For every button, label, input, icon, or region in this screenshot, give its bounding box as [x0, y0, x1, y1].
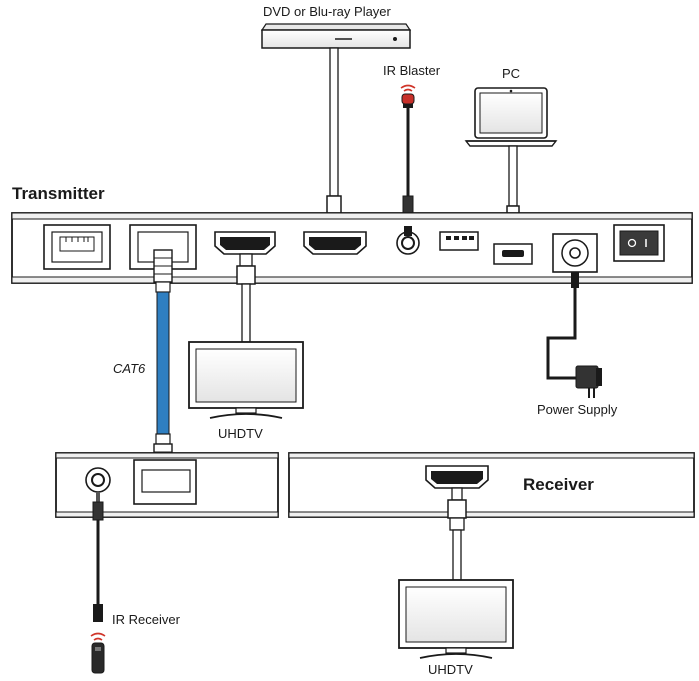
ir-receiver-label: IR Receiver — [112, 612, 180, 627]
transmitter-ir-jack — [396, 226, 420, 255]
bottom-uhdtv-icon — [398, 579, 514, 659]
dvd-player-label: DVD or Blu-ray Player — [263, 4, 391, 19]
ir-receiver-cable — [92, 492, 104, 622]
receiver-rj45-port — [133, 459, 197, 505]
top-uhdtv-hdmi-cable — [236, 253, 256, 343]
receiver-ir-jack — [85, 467, 111, 493]
transmitter-hdmi-in-port — [303, 231, 367, 255]
power-adapter-icon — [575, 365, 602, 398]
pc-laptop-icon — [464, 87, 558, 147]
transmitter-rj45-port-1 — [43, 224, 111, 270]
pc-label: PC — [502, 66, 521, 81]
ir-blaster-label: IR Blaster — [383, 63, 441, 78]
ir-receiver-icon — [90, 632, 106, 674]
cat6-label: CAT6 — [113, 361, 146, 376]
top-uhdtv-label: UHDTV — [218, 426, 263, 441]
dvd-hdmi-cable — [326, 47, 342, 229]
transmitter-power-jack — [552, 233, 598, 273]
bottom-uhdtv-label: UHDTV — [428, 662, 473, 677]
power-supply-label: Power Supply — [537, 402, 618, 417]
receiver-label: Receiver — [523, 475, 594, 494]
transmitter-label: Transmitter — [12, 184, 105, 203]
receiver-unit-right — [288, 452, 695, 518]
ir-blaster-icon — [400, 84, 416, 226]
dvd-player-icon — [260, 23, 412, 49]
power-supply-cable — [546, 272, 579, 380]
transmitter-hdmi-out-port — [214, 231, 276, 255]
bottom-uhdtv-hdmi-cable — [447, 487, 467, 581]
cat6-cable — [153, 249, 173, 475]
transmitter-usb-port — [439, 231, 479, 251]
top-uhdtv-icon — [188, 341, 304, 419]
receiver-hdmi-out-port — [425, 465, 489, 489]
transmitter-power-switch — [613, 224, 665, 262]
transmitter-micro-hdmi-port — [493, 243, 533, 265]
